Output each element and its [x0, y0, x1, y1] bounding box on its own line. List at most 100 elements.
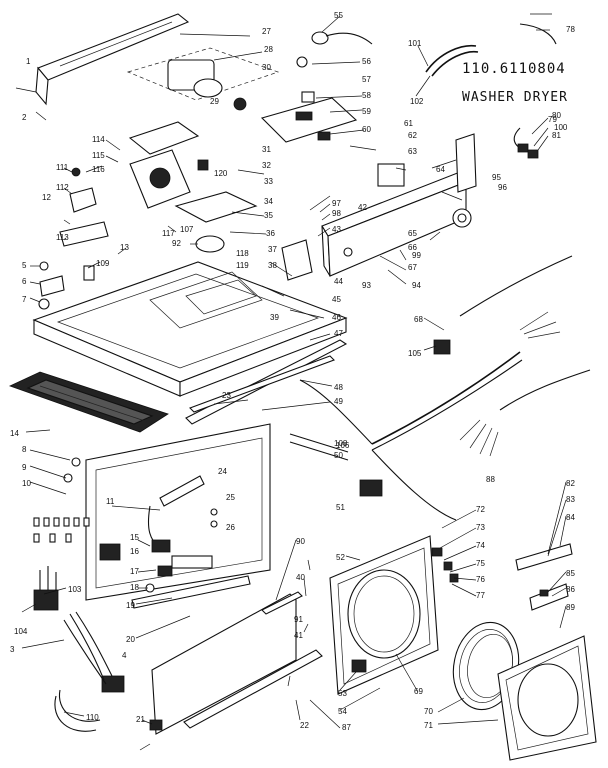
callout: 83 — [566, 495, 575, 504]
callout: 34 — [264, 197, 273, 206]
leader-lines — [15, 13, 567, 751]
console — [281, 133, 477, 281]
callout: 52 — [336, 553, 345, 562]
callout: 15 — [130, 533, 139, 542]
callout: 67 — [408, 263, 417, 272]
callout: 106 — [336, 441, 350, 450]
callout: 93 — [362, 281, 371, 290]
callout: 49 — [334, 397, 343, 406]
callout: 37 — [268, 245, 277, 254]
callout: 62 — [408, 131, 417, 140]
callout: 102 — [410, 97, 424, 106]
callout: 107 — [180, 225, 194, 234]
callout: 94 — [412, 281, 421, 290]
wiring-harness — [289, 255, 591, 521]
door-ring — [452, 621, 597, 761]
callout: 71 — [424, 721, 433, 730]
callout: 33 — [264, 177, 273, 186]
callout: 79 — [548, 115, 557, 124]
callout: 55 — [334, 11, 343, 20]
callout: 54 — [338, 707, 347, 716]
callout: 68 — [414, 315, 423, 324]
callout: 41 — [294, 631, 303, 640]
callout: 22 — [300, 721, 309, 730]
hinge-parts — [431, 543, 573, 611]
callout: 40 — [296, 573, 305, 582]
callout: 95 — [492, 173, 501, 182]
callout: 59 — [362, 107, 371, 116]
callout: 70 — [424, 707, 433, 716]
callout: 13 — [120, 243, 129, 252]
product-name: WASHER DRYER — [462, 90, 568, 105]
left-small-parts — [33, 457, 173, 732]
callout: 39 — [270, 313, 279, 322]
callout: 101 — [408, 39, 422, 48]
callout: 27 — [262, 27, 271, 36]
callout: 7 — [22, 295, 27, 304]
callout: 104 — [14, 627, 28, 636]
callout: 18 — [130, 583, 139, 592]
callout: 32 — [262, 161, 271, 170]
callout: 19 — [126, 601, 135, 610]
blower-assembly — [126, 31, 373, 143]
callout: 87 — [342, 723, 351, 732]
callout: 78 — [566, 25, 575, 34]
callout: 98 — [332, 209, 341, 218]
callout: 48 — [334, 383, 343, 392]
callout: 57 — [362, 75, 371, 84]
callout: 100 — [554, 123, 568, 132]
callout: 5 — [22, 261, 27, 270]
kickplate — [149, 591, 323, 735]
model-number: 110.6110804 — [462, 61, 566, 77]
callout: 92 — [172, 239, 181, 248]
callout: 84 — [566, 513, 575, 522]
callout: 61 — [404, 119, 413, 128]
callout: 119 — [236, 261, 249, 270]
callout: 35 — [264, 211, 273, 220]
callout: 4 — [122, 651, 127, 660]
callout: 17 — [130, 567, 139, 576]
callout: 36 — [266, 229, 275, 238]
callout: 30 — [262, 63, 271, 72]
callout: 64 — [436, 165, 445, 174]
callout: 116 — [92, 165, 105, 174]
callout: 108 — [334, 439, 348, 448]
callout: 85 — [566, 569, 575, 578]
callout: 110 — [86, 713, 99, 722]
callout: 86 — [566, 585, 575, 594]
callout: 10 — [22, 479, 31, 488]
callout: 82 — [566, 479, 575, 488]
callout: 109 — [96, 259, 110, 268]
left-bracket-parts — [38, 167, 109, 310]
callout: 44 — [334, 277, 343, 286]
base-grille — [8, 371, 169, 433]
callout: 42 — [358, 203, 367, 212]
callout: 117 — [162, 229, 175, 238]
callout: 16 — [130, 547, 139, 556]
connectors — [513, 23, 557, 159]
callout: 89 — [566, 603, 575, 612]
callout: 2 — [22, 113, 27, 122]
callout: 118 — [236, 249, 249, 258]
callout: 3 — [10, 645, 15, 654]
callout: 81 — [552, 131, 561, 140]
callout: 69 — [414, 687, 423, 696]
callout: 1 — [26, 57, 31, 66]
callout: 75 — [476, 559, 485, 568]
callout: 31 — [262, 145, 271, 154]
callout: 111 — [56, 163, 69, 172]
callout: 24 — [218, 467, 227, 476]
callout: 14 — [10, 429, 19, 438]
callout: 51 — [336, 503, 345, 512]
callout: 80 — [552, 111, 561, 120]
rails — [185, 339, 348, 425]
callout: 11 — [106, 497, 115, 506]
callout: 114 — [92, 135, 105, 144]
callout: 105 — [408, 349, 422, 358]
vent-hose — [425, 44, 479, 77]
callout: 26 — [226, 523, 235, 532]
callout: 8 — [22, 445, 27, 454]
callout: 58 — [362, 91, 371, 100]
